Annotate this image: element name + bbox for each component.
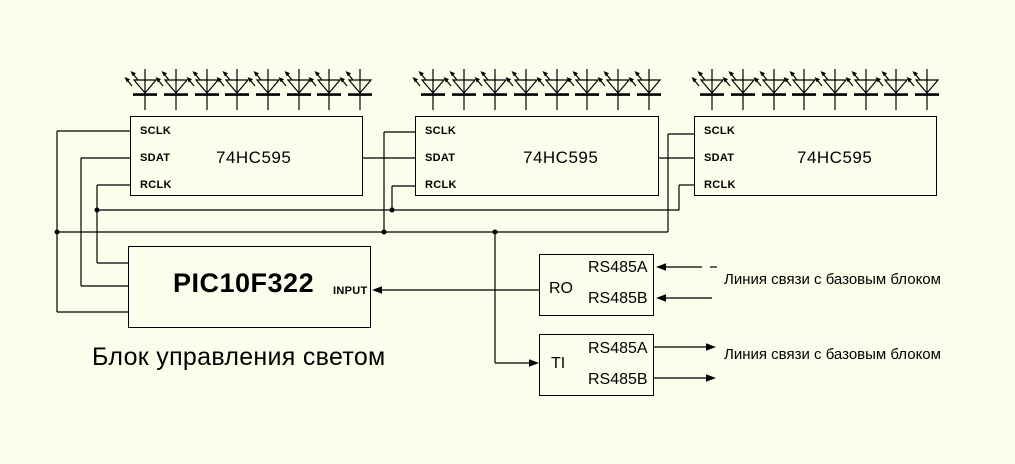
rclk-tap-register-3 <box>678 184 694 210</box>
ro-to-mcu-wire <box>372 286 539 294</box>
rclk-tap-register-2 <box>391 185 415 210</box>
diagram-title: Блок управления светом <box>92 343 386 371</box>
led-icon <box>504 67 540 112</box>
rs485b-label: RS485B <box>588 290 648 307</box>
junction-dot <box>389 207 395 213</box>
junction-dot <box>94 207 100 213</box>
pin-label-sdat: SDAT <box>140 152 171 164</box>
shift-register-block-2: SCLK SDAT RCLK 74HC595 <box>415 116 659 196</box>
pin-label-sdat: SDAT <box>704 152 735 164</box>
led-icon <box>535 67 571 112</box>
pin-label-sclk: SCLK <box>425 125 457 137</box>
shift-register-block-1: SCLK SDAT RCLK 74HC595 <box>130 116 363 196</box>
sclk-net-wire <box>56 130 668 313</box>
led-row-1 <box>123 67 374 112</box>
pin-label-rclk: RCLK <box>140 179 172 191</box>
rs485-transmit-line-b <box>654 374 716 382</box>
sclk-tap-register-2 <box>383 131 415 232</box>
led-icon <box>411 67 447 112</box>
led-icon <box>307 67 343 112</box>
pin-label-rclk: RCLK <box>704 179 736 191</box>
junction-dot <box>492 229 498 235</box>
pin-label-sdat: SDAT <box>425 152 456 164</box>
led-icon <box>752 67 788 112</box>
led-row-2 <box>411 67 663 112</box>
rs485a-label: RS485A <box>588 340 648 357</box>
receive-link-caption: Линия связи с базовым блоком <box>724 271 941 288</box>
transmit-link-caption: Линия связи с базовым блоком <box>724 346 941 363</box>
junction-dot <box>381 229 387 235</box>
rs485-transmit-line-a <box>654 343 716 351</box>
led-icon <box>627 67 663 112</box>
led-icon <box>844 67 880 112</box>
led-icon <box>596 67 632 112</box>
led-icon <box>123 67 159 112</box>
ti-feed-wire <box>494 232 539 367</box>
rs485a-label: RS485A <box>588 259 648 276</box>
led-icon <box>442 67 478 112</box>
chip-name: 74HC595 <box>797 148 873 167</box>
chip-name: 74HC595 <box>216 148 292 167</box>
mcu-block: PIC10F322 INPUT <box>128 246 371 328</box>
led-icon <box>721 67 757 112</box>
led-icon <box>185 67 221 112</box>
led-icon <box>154 67 190 112</box>
rs485-receive-line-b <box>656 294 712 302</box>
led-icon <box>338 67 374 112</box>
rs485-receive-line-a <box>656 263 717 271</box>
junction-dot <box>54 229 60 235</box>
chip-name: 74HC595 <box>523 148 599 167</box>
mcu-input-pin-label: INPUT <box>333 285 368 297</box>
junction-dots <box>54 207 498 235</box>
shift-register-block-3: SCLK SDAT RCLK 74HC595 <box>694 116 937 196</box>
ti-pin-label: TI <box>551 355 566 372</box>
led-icon <box>277 67 313 112</box>
rs485-receiver-block: RO RS485A RS485B <box>539 254 654 316</box>
led-icon <box>690 67 726 112</box>
led-icon <box>905 67 941 112</box>
pin-label-sclk: SCLK <box>140 125 172 137</box>
led-icon <box>473 67 509 112</box>
sdat-net-wire <box>80 157 130 287</box>
rclk-net-wire <box>96 184 679 264</box>
sclk-tap-register-3 <box>667 133 694 232</box>
rs485b-label: RS485B <box>588 371 648 388</box>
led-icon <box>874 67 910 112</box>
mcu-name: PIC10F322 <box>173 268 315 298</box>
led-icon <box>215 67 251 112</box>
led-icon <box>246 67 282 112</box>
rs485-transmitter-block: TI RS485A RS485B <box>539 334 654 396</box>
pin-label-rclk: RCLK <box>425 179 457 191</box>
led-icon <box>813 67 849 112</box>
led-icon <box>565 67 601 112</box>
led-row-3 <box>690 67 941 112</box>
ro-pin-label: RO <box>549 280 573 297</box>
pin-label-sclk: SCLK <box>704 125 736 137</box>
led-icon <box>782 67 818 112</box>
